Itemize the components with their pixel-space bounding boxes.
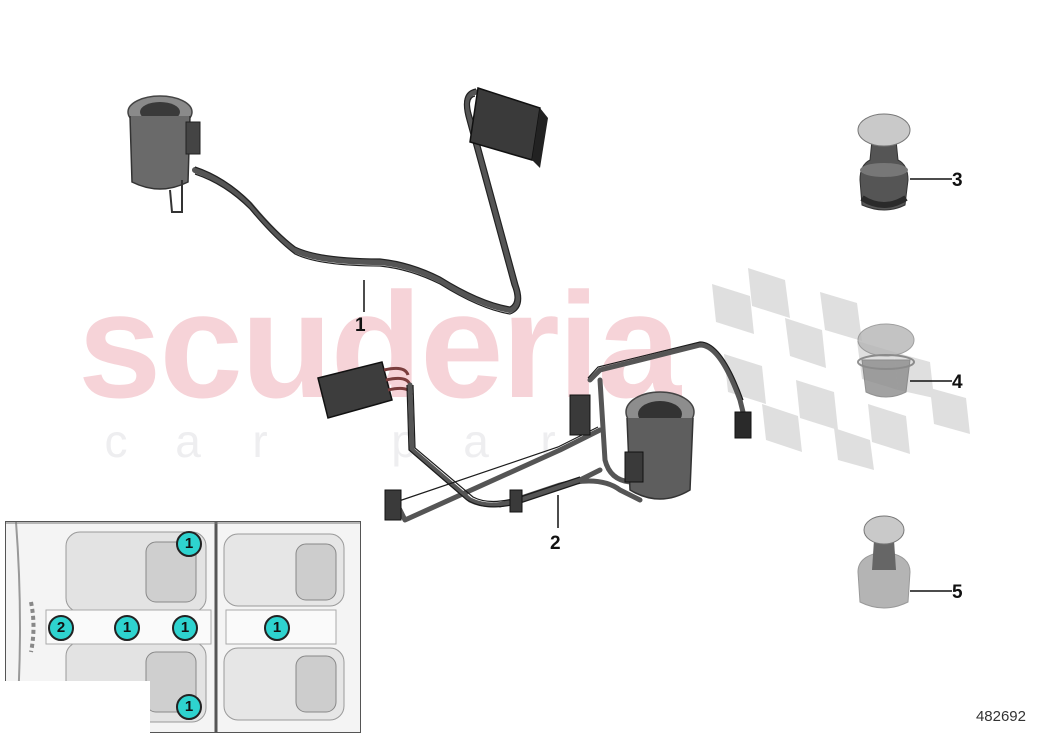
location-badge: 1: [176, 694, 202, 720]
part-1-harness: [192, 89, 521, 313]
location-badge: 1: [172, 615, 198, 641]
part-2-clip-icon: [569, 394, 591, 436]
watermark-letter: a: [463, 415, 489, 467]
diagram-reference-number: 482692: [975, 708, 1026, 725]
callout-label-5: 5: [952, 582, 963, 603]
callout-label-1: 1: [355, 315, 366, 336]
part-2-connector-icon: [317, 361, 414, 419]
callout-label-2: 2: [550, 533, 561, 554]
part-3-lighter-icon: [857, 113, 911, 211]
part-2-clip-icon: [384, 489, 402, 521]
location-badge: 1: [114, 615, 140, 641]
location-badge: 2: [48, 615, 74, 641]
part-2-harness: [392, 342, 748, 523]
part-2-socket-icon: [624, 391, 695, 500]
watermark-letter: a: [175, 415, 201, 467]
part-1-harness-outline: [194, 88, 522, 315]
callout-label-4: 4: [952, 372, 963, 393]
callout-label-3: 3: [952, 170, 963, 191]
part-5-lighter-housing-icon: [857, 515, 911, 609]
watermark-letter: c: [104, 415, 128, 467]
part-1-connector-icon: [469, 87, 548, 168]
part-2-clip-icon: [509, 489, 523, 513]
location-badge: 1: [264, 615, 290, 641]
checkered-flag-icon: [712, 268, 970, 470]
part-1-socket-icon: [127, 95, 201, 213]
part-2-end-connector-icon: [734, 411, 752, 439]
location-badge: 1: [176, 531, 202, 557]
watermark-letter: r: [252, 415, 268, 467]
part-4-cover-cap-icon: [857, 323, 915, 398]
inset-cutout: [0, 681, 150, 735]
